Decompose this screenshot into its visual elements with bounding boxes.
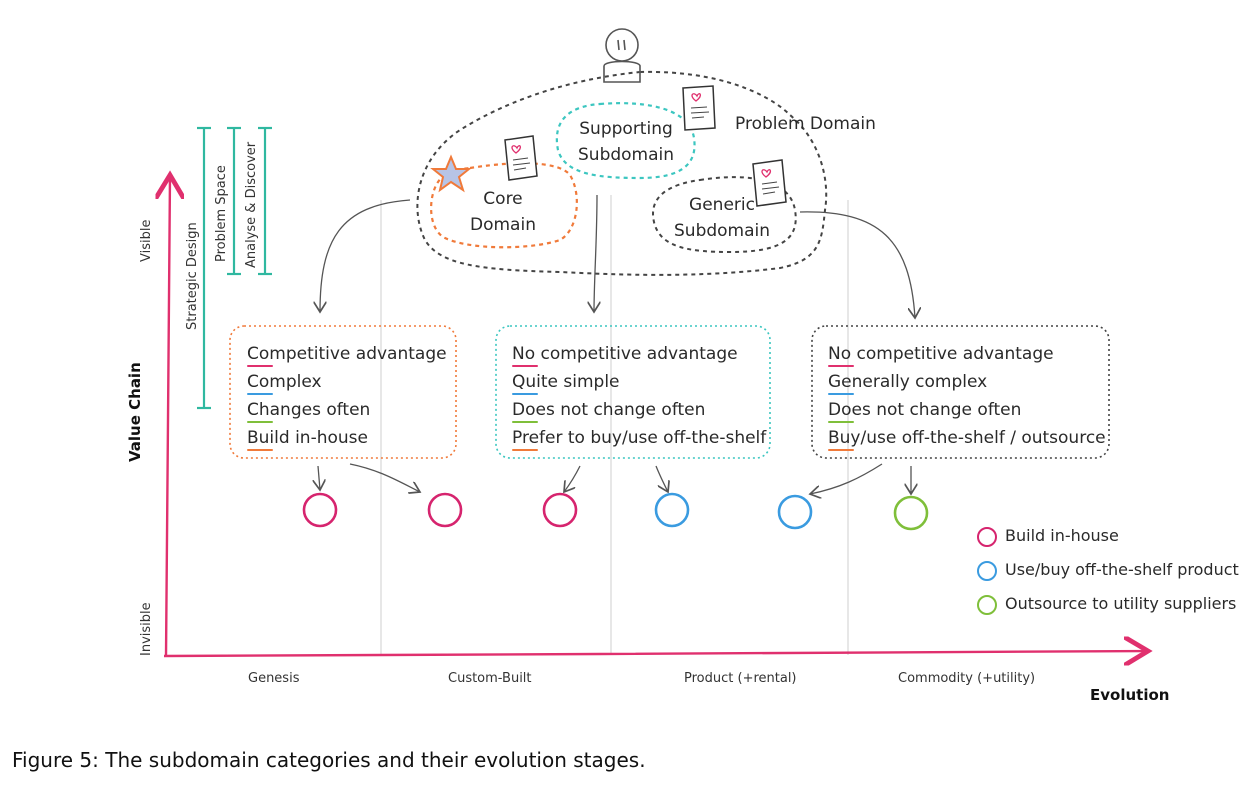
- legend-label: Outsource to utility suppliers: [1005, 594, 1237, 613]
- star-icon: [430, 154, 472, 193]
- flow-arrow: [564, 465, 581, 492]
- flow-arrow: [349, 463, 420, 492]
- list-item: No competitive advantage: [512, 343, 766, 371]
- flow-arrow: [594, 194, 597, 312]
- x-axis: [163, 651, 1148, 656]
- list-item: Does not change often: [512, 399, 766, 427]
- buy-off-the-shelf-marker: [654, 492, 690, 528]
- list-item: Complex: [247, 371, 447, 399]
- supporting-subdomain-label: Supporting Subdomain: [578, 119, 675, 165]
- flow-arrow: [810, 463, 883, 494]
- legend-item-outsource: Outsource to utility suppliers: [977, 594, 1236, 615]
- document-icon: [752, 159, 787, 207]
- analyse-discover-bracket: [258, 126, 272, 276]
- generic-box-outline: [811, 325, 1110, 459]
- core-box-outline: [229, 325, 457, 459]
- supporting-subdomain-outline: [555, 102, 696, 180]
- y-axis-title: Value Chain: [126, 362, 144, 462]
- flow-arrow: [799, 211, 915, 318]
- build-in-house-marker: [427, 492, 463, 528]
- buy-off-the-shelf-marker: [777, 494, 813, 530]
- list-item: Changes often: [247, 399, 447, 427]
- build-in-house-legend-icon: [977, 526, 997, 547]
- x-stage-label: Genesis: [248, 671, 300, 686]
- document-icon: [504, 135, 538, 181]
- x-stage-label: Commodity (+utility): [898, 671, 1036, 686]
- x-stage-label: Custom-Built: [448, 671, 532, 686]
- y-axis-top-label: Visible: [139, 219, 154, 262]
- diagram-canvas: [0, 28, 1259, 740]
- legend-item-build: Build in-house: [977, 526, 1119, 547]
- document-icon: [682, 85, 716, 131]
- list-item: Competitive advantage: [247, 343, 447, 371]
- y-axis-bottom-label: Invisible: [139, 602, 154, 656]
- x-stage-label: Product (+rental): [684, 671, 797, 686]
- generic-characteristics: No competitive advantage Generally compl…: [828, 343, 1106, 455]
- legend-label: Build in-house: [1005, 526, 1119, 545]
- supporting-characteristics: No competitive advantage Quite simple Do…: [512, 343, 766, 455]
- list-item: Prefer to buy/use off-the-shelf: [512, 427, 766, 455]
- problem-space-label: Problem Space: [214, 165, 229, 262]
- problem-space-bracket: [227, 126, 241, 276]
- figure-caption: Figure 5: The subdomain categories and t…: [12, 748, 646, 772]
- build-in-house-marker: [542, 492, 578, 528]
- buy-off-the-shelf-legend-icon: [977, 560, 997, 581]
- list-item: Does not change often: [828, 399, 1106, 427]
- supporting-box-outline: [495, 325, 771, 459]
- core-domain-label: Core Domain: [470, 189, 536, 235]
- build-in-house-marker: [302, 492, 338, 528]
- generic-subdomain-label: Generic Subdomain: [674, 195, 771, 241]
- generic-subdomain-outline: [652, 176, 797, 254]
- flow-arrow: [320, 199, 411, 312]
- list-item: Quite simple: [512, 371, 766, 399]
- list-item: Build in-house: [247, 427, 447, 455]
- core-characteristics: Competitive advantage Complex Changes of…: [247, 343, 447, 455]
- list-item: Generally complex: [828, 371, 1106, 399]
- legend-item-buy: Use/buy off-the-shelf product: [977, 560, 1239, 581]
- user-icon: [603, 28, 641, 83]
- outsource-legend-icon: [977, 594, 997, 615]
- y-axis: [166, 175, 170, 657]
- problem-domain-label: Problem Domain: [735, 114, 876, 134]
- strategic-design-bracket: [197, 126, 211, 410]
- flow-arrow: [655, 465, 668, 492]
- outsource-marker: [893, 495, 929, 531]
- flow-arrow: [318, 465, 320, 490]
- analyse-discover-label: Analyse & Discover: [244, 141, 259, 268]
- x-axis-title: Evolution: [1090, 686, 1170, 704]
- list-item: Buy/use off-the-shelf / outsource: [828, 427, 1106, 455]
- list-item: No competitive advantage: [828, 343, 1106, 371]
- problem-domain-outline: [416, 70, 828, 276]
- legend-label: Use/buy off-the-shelf product: [1005, 560, 1239, 579]
- strategic-design-label: Strategic Design: [185, 222, 200, 330]
